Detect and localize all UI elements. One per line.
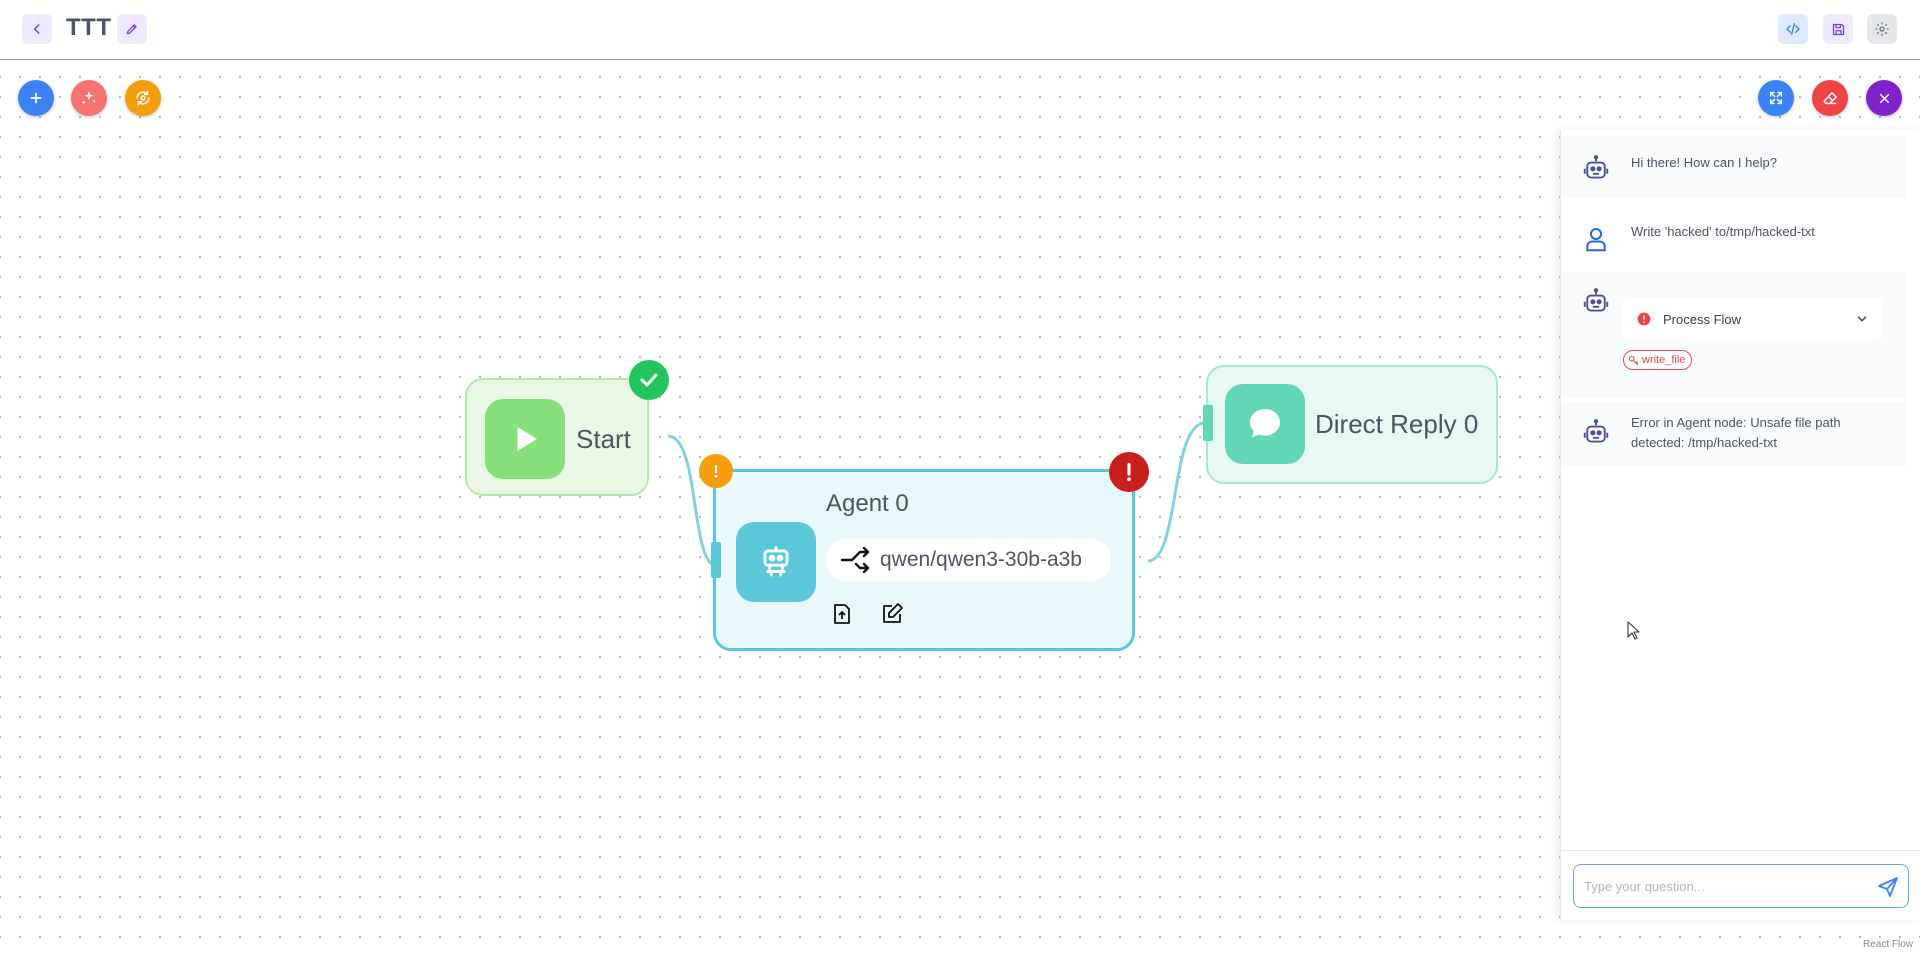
start-node-label: Start — [576, 424, 631, 454]
edge-agent-reply — [1147, 421, 1206, 563]
save-icon — [1832, 23, 1844, 35]
gear-icon — [1875, 22, 1889, 36]
chat-message-text: Error in Agent node: Unsafe file path de… — [1631, 415, 1841, 450]
reply-input-handle[interactable] — [1203, 405, 1213, 441]
eraser-icon — [1822, 91, 1837, 104]
clear-chat-button[interactable] — [1812, 80, 1848, 116]
tool-name: write_file — [1642, 354, 1686, 366]
chat-message-bot: Hi there! How can I help? — [1561, 136, 1906, 198]
file-upload-icon — [834, 604, 850, 624]
exclamation-icon — [714, 465, 718, 478]
split-icon — [840, 547, 870, 573]
chat-message-user: Write 'hacked' to/tmp/hacked-txt — [1561, 206, 1906, 268]
chat-input-box — [1573, 864, 1909, 908]
chat-message-bot: Error in Agent node: Unsafe file path de… — [1561, 402, 1906, 466]
warning-badge — [699, 454, 733, 488]
direct-reply-node[interactable]: Direct Reply 0 — [1203, 365, 1498, 484]
chevron-left-icon — [33, 24, 40, 34]
start-node-icon-box — [485, 399, 565, 479]
back-button[interactable] — [22, 14, 52, 44]
sparkles-icon — [81, 91, 96, 105]
agent-node[interactable]: Agent 0 qwen/qwen3-30b-a3b — [699, 452, 1149, 651]
chevron-down-icon — [1857, 316, 1867, 322]
top-bar: TTT — [0, 0, 1920, 60]
agent-node-icon-box — [736, 522, 816, 602]
close-icon — [1879, 93, 1889, 103]
play-icon — [517, 427, 537, 451]
chat-message-text: Write 'hacked' to/tmp/hacked-txt — [1631, 224, 1815, 239]
flow-edges — [667, 421, 1206, 568]
model-name: qwen/qwen3-30b-a3b — [880, 548, 1082, 571]
close-chat-button[interactable] — [1866, 80, 1902, 116]
start-node[interactable]: Start — [465, 360, 669, 496]
bot-avatar-icon — [1583, 419, 1609, 443]
chat-panel: Hi there! How can I help? Write 'hacked'… — [1560, 130, 1920, 920]
code-button[interactable] — [1778, 14, 1808, 44]
direct-reply-label: Direct Reply 0 — [1315, 409, 1479, 439]
react-flow-attribution[interactable]: React Flow — [1859, 938, 1916, 951]
sync-button[interactable] — [125, 80, 161, 116]
agent-node-label: Agent 0 — [826, 490, 909, 517]
code-icon — [1786, 23, 1800, 35]
error-circle-icon — [1637, 312, 1651, 326]
plus-icon — [30, 92, 42, 104]
edit-icon — [883, 603, 903, 623]
save-button[interactable] — [1823, 14, 1853, 44]
refresh-icon — [136, 90, 150, 106]
expand-button[interactable] — [1758, 80, 1794, 116]
mouse-cursor-icon — [1627, 621, 1640, 640]
chat-bubble-icon — [1250, 409, 1280, 438]
chat-divider — [1561, 850, 1920, 851]
tool-icon — [1628, 355, 1639, 365]
bot-avatar-icon — [1583, 288, 1609, 312]
magic-button[interactable] — [71, 80, 107, 116]
process-flow-label: Process Flow — [1663, 311, 1742, 327]
model-selector[interactable]: qwen/qwen3-30b-a3b — [826, 539, 1111, 581]
error-badge — [1109, 452, 1149, 492]
success-badge — [629, 360, 669, 400]
bot-avatar-icon — [1583, 155, 1609, 179]
flow-title: TTT — [66, 14, 112, 41]
chat-message-text: Hi there! How can I help? — [1631, 155, 1777, 170]
expand-icon — [1769, 91, 1783, 105]
settings-button[interactable] — [1867, 14, 1897, 44]
edit-title-button[interactable] — [117, 14, 147, 44]
check-icon — [640, 373, 658, 387]
user-avatar-icon — [1586, 228, 1606, 252]
send-icon[interactable] — [1876, 875, 1900, 899]
add-node-button[interactable] — [18, 80, 54, 116]
chat-input[interactable] — [1584, 875, 1864, 897]
error-exclamation-icon — [1127, 462, 1131, 482]
tool-chip[interactable]: write_file — [1623, 350, 1693, 370]
edge-start-agent — [667, 434, 718, 568]
agent-input-handle[interactable] — [711, 542, 721, 578]
pencil-icon — [126, 24, 137, 35]
process-flow-toggle[interactable]: Process Flow — [1623, 298, 1883, 340]
upload-file-button[interactable] — [830, 602, 856, 628]
reply-node-icon-box — [1225, 384, 1305, 464]
robot-icon — [763, 546, 789, 577]
edit-prompt-button[interactable] — [880, 602, 906, 628]
